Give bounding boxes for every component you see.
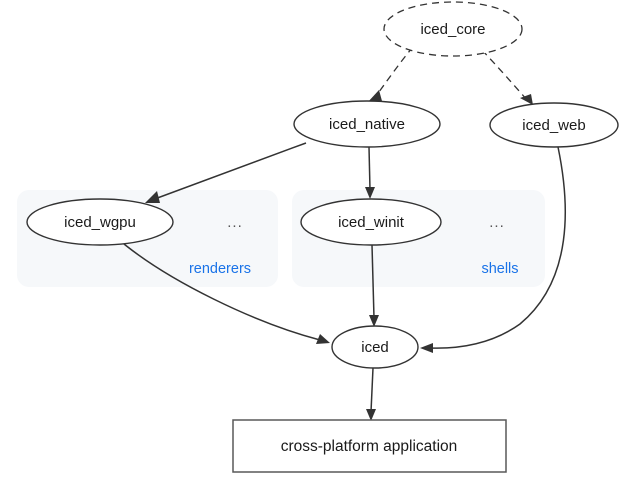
node-iced-core-label: iced_core — [420, 21, 485, 38]
edge-core-to-native-arrow — [367, 90, 382, 103]
edge-core-to-web-arrow — [520, 94, 533, 105]
edge-iced-to-app — [366, 367, 376, 421]
node-iced-web-shape[interactable] — [489, 102, 619, 148]
edge-wgpu-to-iced-path — [123, 243, 321, 341]
cluster-shells-label: shells — [481, 261, 518, 277]
edge-native-to-winit — [365, 146, 375, 199]
edge-native-to-wgpu-path — [151, 142, 307, 201]
node-iced-core[interactable]: iced_core — [383, 1, 523, 57]
node-cross-platform-application[interactable]: cross-platform application — [232, 419, 507, 473]
edge-native-to-wgpu — [145, 142, 307, 203]
edge-native-to-winit-arrow — [365, 187, 375, 199]
node-iced-shape[interactable] — [331, 325, 419, 369]
node-iced-winit[interactable]: iced_winit — [300, 198, 442, 246]
edge-winit-to-iced-path — [371, 244, 375, 319]
node-iced-web[interactable]: iced_web — [489, 102, 619, 148]
cluster-renderers-label: renderers — [189, 261, 251, 277]
edge-web-to-iced — [420, 146, 567, 353]
node-iced-wgpu-shape[interactable] — [26, 198, 174, 246]
node-iced-wgpu[interactable]: iced_wgpu — [26, 198, 174, 246]
renderers-more-icon: ... — [227, 214, 243, 231]
edge-web-to-iced-arrow — [420, 343, 433, 353]
node-iced-winit-label: iced_winit — [338, 214, 405, 231]
node-iced-core-shape[interactable] — [383, 1, 523, 57]
edge-wgpu-to-iced-arrow — [316, 334, 330, 344]
node-iced-label: iced — [361, 339, 389, 356]
node-iced-wgpu-label: iced_wgpu — [64, 214, 136, 231]
edge-core-to-web-path — [481, 49, 528, 101]
edge-core-to-native — [367, 46, 414, 103]
edge-core-to-web — [481, 49, 533, 105]
edge-web-to-iced-path — [429, 146, 567, 349]
node-iced-native[interactable]: iced_native — [293, 100, 441, 148]
node-iced[interactable]: iced — [331, 325, 419, 369]
edge-wgpu-to-iced — [123, 243, 330, 344]
edge-winit-to-iced-arrow — [369, 315, 379, 327]
node-cross-platform-application-shape[interactable] — [232, 419, 507, 473]
edge-iced-to-app-arrow — [366, 409, 376, 421]
node-cross-platform-application-label: cross-platform application — [281, 438, 458, 455]
shells-more-icon: ... — [489, 214, 505, 231]
edge-native-to-winit-path — [368, 146, 371, 191]
node-iced-native-label: iced_native — [329, 116, 405, 133]
node-iced-web-label: iced_web — [522, 117, 585, 134]
node-iced-native-shape[interactable] — [293, 100, 441, 148]
node-iced-winit-shape[interactable] — [300, 198, 442, 246]
edge-native-to-wgpu-arrow — [145, 191, 160, 203]
edge-winit-to-iced — [369, 244, 379, 327]
edge-iced-to-app-path — [370, 367, 374, 413]
